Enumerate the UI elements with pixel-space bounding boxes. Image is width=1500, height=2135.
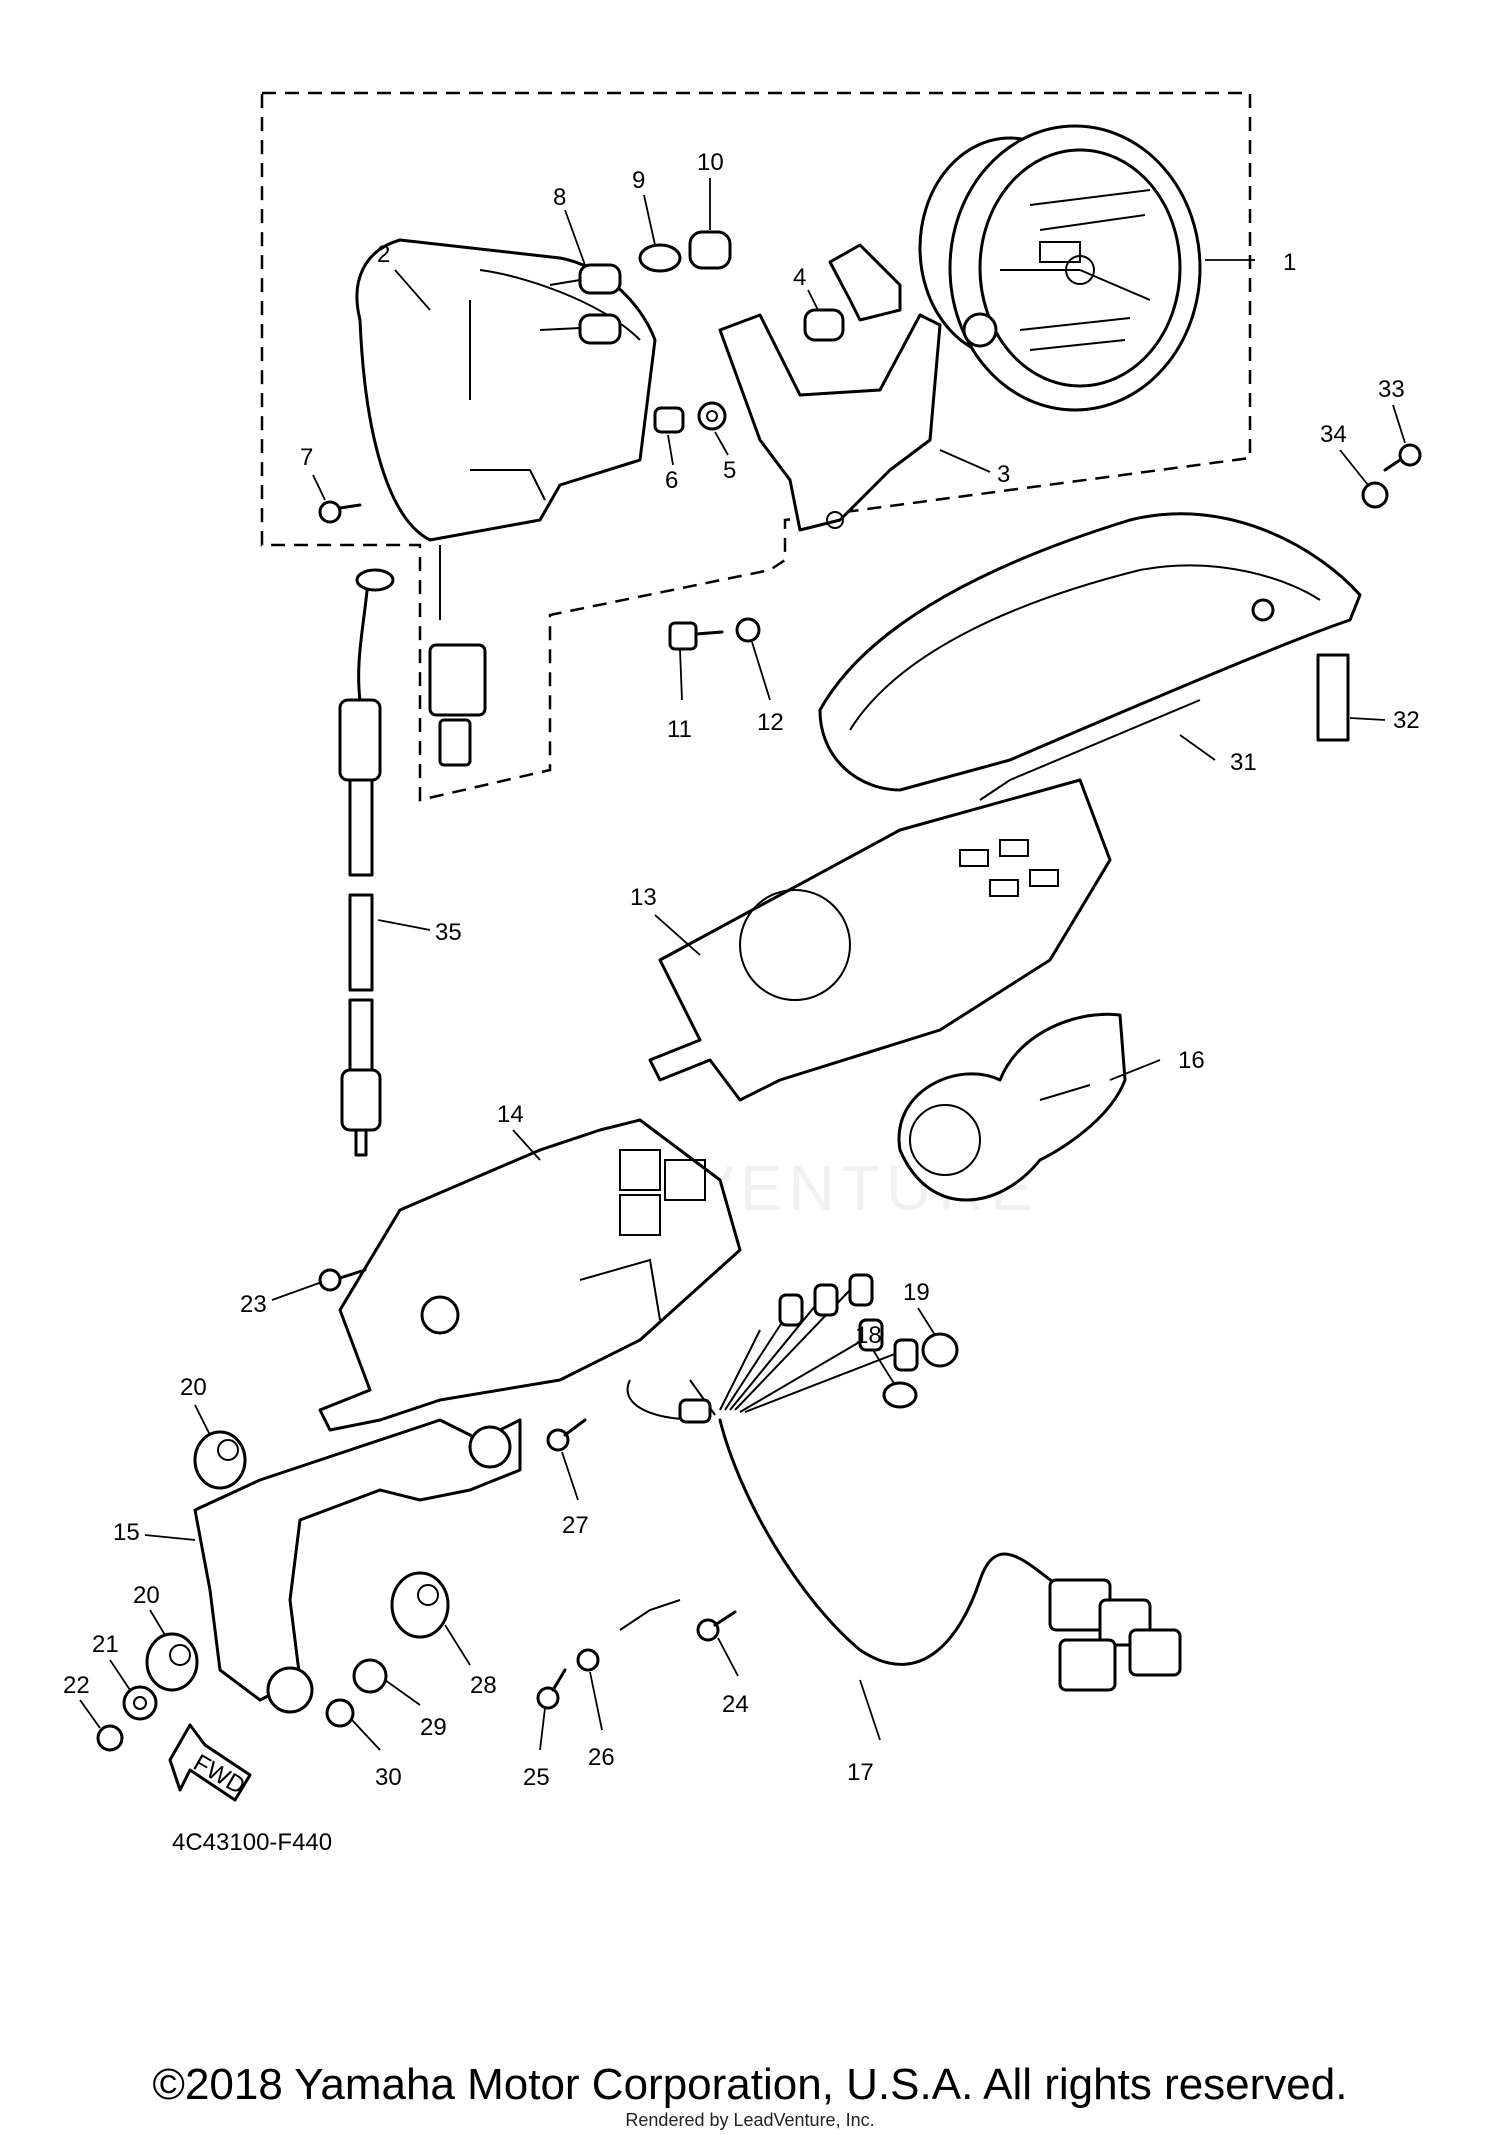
callout-34: 34 (1320, 421, 1347, 448)
callout-19: 19 (903, 1279, 930, 1306)
flange-nut (325, 1698, 355, 1728)
damper-pad (1316, 653, 1350, 742)
meter-cover (648, 778, 1112, 1102)
callout-28: 28 (470, 1672, 497, 1699)
damper-lower (145, 1632, 199, 1692)
bolt (668, 621, 724, 651)
bulb (638, 243, 682, 273)
meter-lead (428, 545, 487, 767)
callout-6: 6 (665, 467, 678, 494)
callout-1: 1 (1283, 249, 1296, 276)
indicator-bulb (882, 1381, 918, 1409)
callout-3: 3 (997, 461, 1010, 488)
damper (803, 308, 845, 342)
damper-upper (193, 1430, 247, 1490)
ground-lead (619, 1599, 681, 1631)
leader-lines (79, 178, 1406, 1751)
callout-11: 11 (667, 716, 692, 743)
forward-arrow: FWD (168, 1723, 252, 1802)
lock-nut (96, 1724, 124, 1752)
callout-9: 9 (632, 167, 645, 194)
callout-13: 13 (630, 884, 657, 911)
meter-bracket (718, 243, 942, 532)
callout-24: 24 (722, 1691, 749, 1718)
ground-screw (536, 1668, 567, 1710)
callout-20b: 20 (133, 1582, 160, 1609)
callout-29: 29 (420, 1714, 447, 1741)
callout-17: 17 (847, 1759, 874, 1786)
grommet (390, 1571, 450, 1639)
bulb-cap (688, 230, 732, 270)
cover-washer (1361, 481, 1389, 509)
nut (653, 406, 685, 434)
ground-washer (576, 1648, 600, 1672)
callout-14: 14 (497, 1101, 524, 1128)
indicator-cap (921, 1332, 959, 1368)
callout-5: 5 (723, 457, 736, 484)
callout-27: 27 (562, 1512, 589, 1539)
callout-31: 31 (1230, 749, 1257, 776)
spring-washer (735, 617, 761, 643)
housing-screw (318, 1268, 367, 1292)
rendered-by-notice: Rendered by LeadVenture, Inc. (625, 2110, 875, 2130)
callout-21: 21 (92, 1631, 119, 1658)
meter-visor (818, 512, 1362, 801)
assembly-boundary (260, 91, 1252, 802)
harness-screw (696, 1610, 737, 1642)
callout-32: 32 (1393, 707, 1420, 734)
callout-2: 2 (377, 241, 390, 268)
screw (318, 500, 362, 524)
drawing-code: 4C43100-F440 (172, 1829, 332, 1856)
cover-screw (1383, 443, 1422, 472)
callout-18: 18 (855, 1322, 882, 1349)
callout-35: 35 (435, 919, 462, 946)
callout-33: 33 (1378, 376, 1405, 403)
callout-15: 15 (113, 1519, 140, 1546)
speedometer-cable (338, 568, 395, 1157)
bottom-screw (546, 1418, 587, 1452)
washer (697, 401, 727, 431)
callout-26: 26 (588, 1744, 615, 1771)
callout-8: 8 (553, 184, 566, 211)
plate-washer (352, 1658, 388, 1694)
callout-7: 7 (300, 444, 313, 471)
callout-12: 12 (757, 709, 784, 736)
wire-harness (626, 1273, 1182, 1692)
callout-30: 30 (375, 1764, 402, 1791)
bulb-socket (539, 263, 622, 345)
meter-face-panel (897, 1012, 1127, 1202)
callout-22: 22 (63, 1672, 90, 1699)
callout-10: 10 (697, 149, 724, 176)
meter-housing (318, 1118, 742, 1432)
callout-23: 23 (240, 1291, 267, 1318)
copyright-notice: ©2018 Yamaha Motor Corporation, U.S.A. A… (152, 2060, 1348, 2109)
lower-bracket (193, 1418, 522, 1714)
callout-20a: 20 (180, 1374, 207, 1401)
callout-4: 4 (793, 264, 806, 291)
callout-numbers: 1 2 3 4 5 6 7 8 9 10 11 12 13 14 15 16 1… (63, 149, 1420, 1791)
meter-assembly (918, 124, 1202, 412)
callout-25: 25 (523, 1764, 550, 1791)
collar (122, 1685, 158, 1721)
callout-16: 16 (1178, 1047, 1205, 1074)
meter-case (355, 238, 657, 542)
